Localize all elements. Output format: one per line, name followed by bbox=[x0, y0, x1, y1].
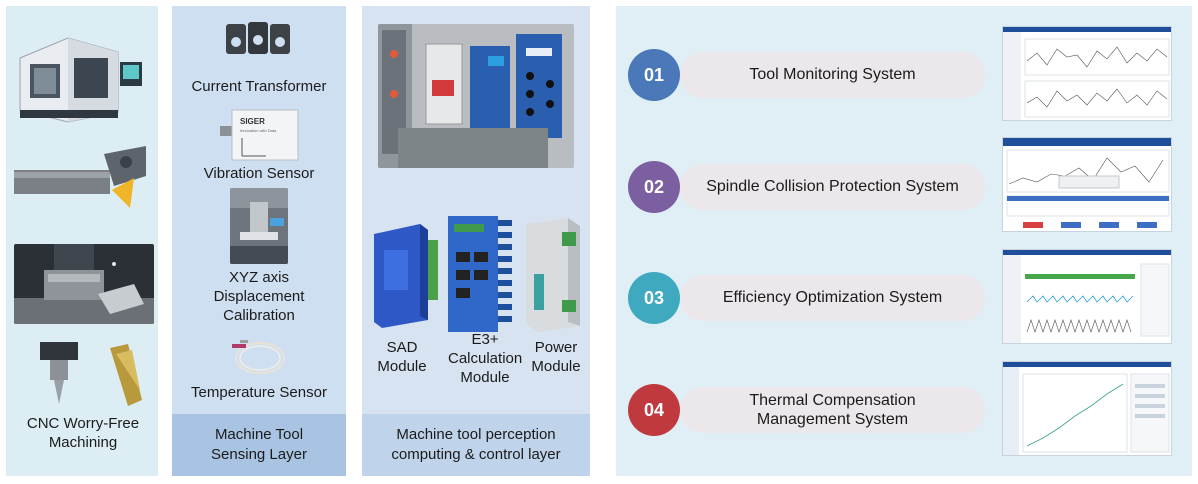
drill-bits-image bbox=[24, 340, 150, 410]
control-layer-footer: Machine tool perception computing & cont… bbox=[362, 414, 590, 476]
system-label-tool-monitoring: Tool Monitoring System bbox=[749, 66, 916, 83]
sad-module-image bbox=[368, 220, 440, 330]
current-transformer-image bbox=[224, 18, 294, 60]
current-transformer-label: Current Transformer bbox=[191, 78, 327, 95]
system-pill-thermal-compensation: Thermal Compensation Management System bbox=[680, 387, 985, 433]
panel-cnc-machining: CNC Worry-Free Machining bbox=[6, 6, 158, 476]
vibration-sensor-brand: SIGER bbox=[240, 117, 265, 126]
system-pill-tool-monitoring: Tool Monitoring System bbox=[680, 52, 985, 98]
tool-monitoring-screenshot bbox=[1002, 26, 1172, 121]
vibration-sensor-image: SIGER Innovation with Data bbox=[220, 108, 300, 162]
system-pill-spindle-collision: Spindle Collision Protection System bbox=[680, 164, 985, 210]
power-module-image bbox=[522, 214, 584, 334]
turning-tool-image bbox=[14, 142, 150, 214]
xyz-calibration-image bbox=[230, 188, 288, 264]
sensing-layer-title: Machine Tool Sensing Layer bbox=[211, 426, 307, 463]
cnc-machine-image bbox=[10, 14, 154, 126]
system-label-thermal-compensation: Thermal Compensation Management System bbox=[749, 392, 916, 428]
system-number-04: 04 bbox=[628, 384, 680, 436]
system-label-efficiency-optimization: Efficiency Optimization System bbox=[722, 289, 943, 306]
control-cabinet-image bbox=[378, 24, 574, 168]
temperature-sensor-label: Temperature Sensor bbox=[191, 384, 327, 401]
system-label-spindle-collision: Spindle Collision Protection System bbox=[706, 178, 959, 195]
panel-sensing-layer: Current Transformer SIGER Innovation wit… bbox=[172, 6, 346, 476]
vibration-sensor-tagline: Innovation with Data bbox=[240, 128, 277, 133]
vibration-sensor-label: Vibration Sensor bbox=[203, 165, 315, 182]
e3-calculation-module-image bbox=[444, 212, 516, 336]
panel-control-layer: SAD Module E3+ Calculation Module bbox=[362, 6, 590, 476]
sensing-layer-footer: Machine Tool Sensing Layer bbox=[172, 414, 346, 476]
system-number-03: 03 bbox=[628, 272, 680, 324]
thermal-compensation-screenshot bbox=[1002, 361, 1172, 456]
power-module-label: Power Module bbox=[531, 339, 581, 375]
system-number-02: 02 bbox=[628, 161, 680, 213]
system-number-01: 01 bbox=[628, 49, 680, 101]
cnc-machining-label: CNC Worry-Free Machining bbox=[26, 415, 140, 451]
control-layer-title: Machine tool perception computing & cont… bbox=[391, 426, 561, 463]
system-pill-efficiency-optimization: Efficiency Optimization System bbox=[680, 275, 985, 321]
e3-calculation-module-label: E3+ Calculation Module bbox=[448, 331, 523, 386]
sad-module-label: SAD Module bbox=[377, 339, 427, 375]
milling-image bbox=[14, 244, 154, 324]
xyz-calibration-label: XYZ axis Displacement Calibration bbox=[213, 269, 305, 324]
temperature-sensor-image bbox=[230, 336, 290, 380]
efficiency-optimization-screenshot bbox=[1002, 249, 1172, 344]
spindle-collision-screenshot bbox=[1002, 137, 1172, 232]
